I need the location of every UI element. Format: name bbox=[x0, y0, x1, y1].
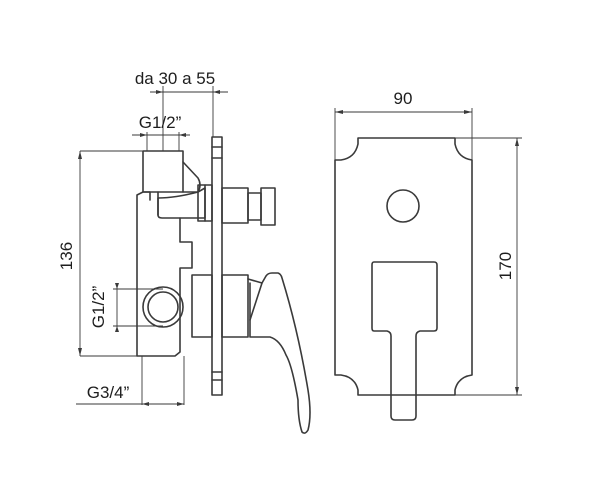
dim-wall-depth: da 30 a 55 bbox=[135, 69, 215, 88]
lower-collar bbox=[191, 274, 213, 338]
dim-width-90: 90 bbox=[394, 89, 413, 108]
dim-top-connection: G1/2” bbox=[139, 113, 182, 132]
diverter-knob-base bbox=[221, 187, 249, 224]
lever-edge bbox=[249, 282, 263, 321]
side-outlet-outer bbox=[142, 286, 184, 328]
side-view: da 30 a 55 G1/2” 136 G1/2” G3/4” bbox=[57, 69, 311, 434]
lever-handle bbox=[247, 272, 311, 434]
side-outlet-inner bbox=[147, 291, 179, 323]
cover-plate bbox=[334, 137, 473, 396]
top-inlet-block bbox=[142, 150, 184, 193]
diverter-knob-front bbox=[386, 189, 420, 223]
dim-height-170: 170 bbox=[496, 252, 515, 280]
wall-plate-profile bbox=[211, 136, 223, 396]
valve-body-inner bbox=[157, 187, 206, 219]
dim-side-connection: G1/2” bbox=[89, 285, 108, 328]
valve-body bbox=[136, 191, 193, 357]
dim-bottom-connection: G3/4” bbox=[87, 383, 130, 402]
diverter-knob-neck bbox=[247, 192, 262, 221]
lever-handle-front bbox=[371, 261, 438, 421]
lever-collar bbox=[221, 274, 249, 338]
dim-height-136: 136 bbox=[57, 242, 76, 270]
diverter-knob-cap bbox=[260, 187, 276, 226]
front-view: 90 170 bbox=[334, 89, 522, 421]
